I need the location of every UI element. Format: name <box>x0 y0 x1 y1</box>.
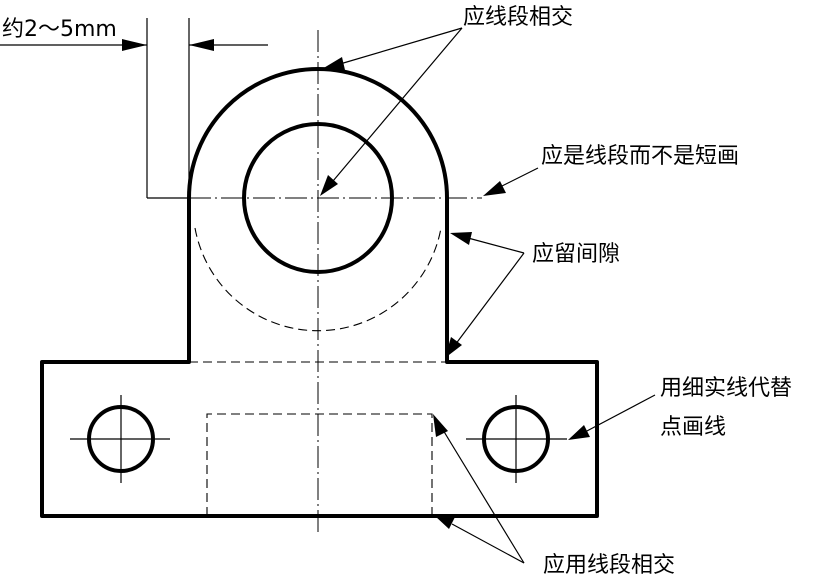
part-outline <box>40 67 599 518</box>
leader-bottom-to-base <box>451 523 525 564</box>
leader-right-note <box>497 167 539 189</box>
arrow-top-to-boss <box>322 57 345 70</box>
dim-note-label: 约2～5mm <box>2 17 117 42</box>
hidden-slot <box>206 413 433 516</box>
arrow-gap-upper <box>450 232 472 245</box>
bottom-note-label: 应用线段相交 <box>543 553 675 578</box>
leaders <box>320 27 656 564</box>
overhang-dimension <box>0 18 268 199</box>
thin-line-note-label-1: 用细实线代替 <box>660 376 792 401</box>
arrow-thin-line-note <box>568 425 590 440</box>
leader-bottom-to-slot <box>442 429 525 564</box>
thin-line-note-label-2: 点画线 <box>660 415 726 440</box>
arrow-right-note <box>483 181 506 196</box>
dimension-arrow-right <box>189 39 214 51</box>
leader-gap-lower <box>454 252 525 346</box>
arrow-bottom-to-slot <box>433 414 448 437</box>
bolt-hole-center-marks <box>70 395 567 483</box>
center-lines <box>189 30 482 536</box>
leader-gap-upper <box>467 237 525 254</box>
leader-thin-line-note <box>584 394 656 433</box>
arrow-gap-lower <box>445 337 462 358</box>
leader-top-to-center <box>332 27 463 182</box>
top-note-label: 应线段相交 <box>463 5 573 30</box>
gap-note-label: 应留间隙 <box>532 242 620 267</box>
annotation-labels: 约2～5mm 应线段相交 应是线段而不是短画 应留间隙 用细实线代替 点画线 应… <box>2 5 792 578</box>
arrow-top-to-center <box>320 175 338 196</box>
arrow-bottom-to-base <box>435 516 455 529</box>
right-note-label: 应是线段而不是短画 <box>541 144 739 169</box>
leader-top-to-boss <box>339 27 463 65</box>
dimension-arrow-left <box>122 39 147 51</box>
bracket-outline <box>40 67 599 518</box>
